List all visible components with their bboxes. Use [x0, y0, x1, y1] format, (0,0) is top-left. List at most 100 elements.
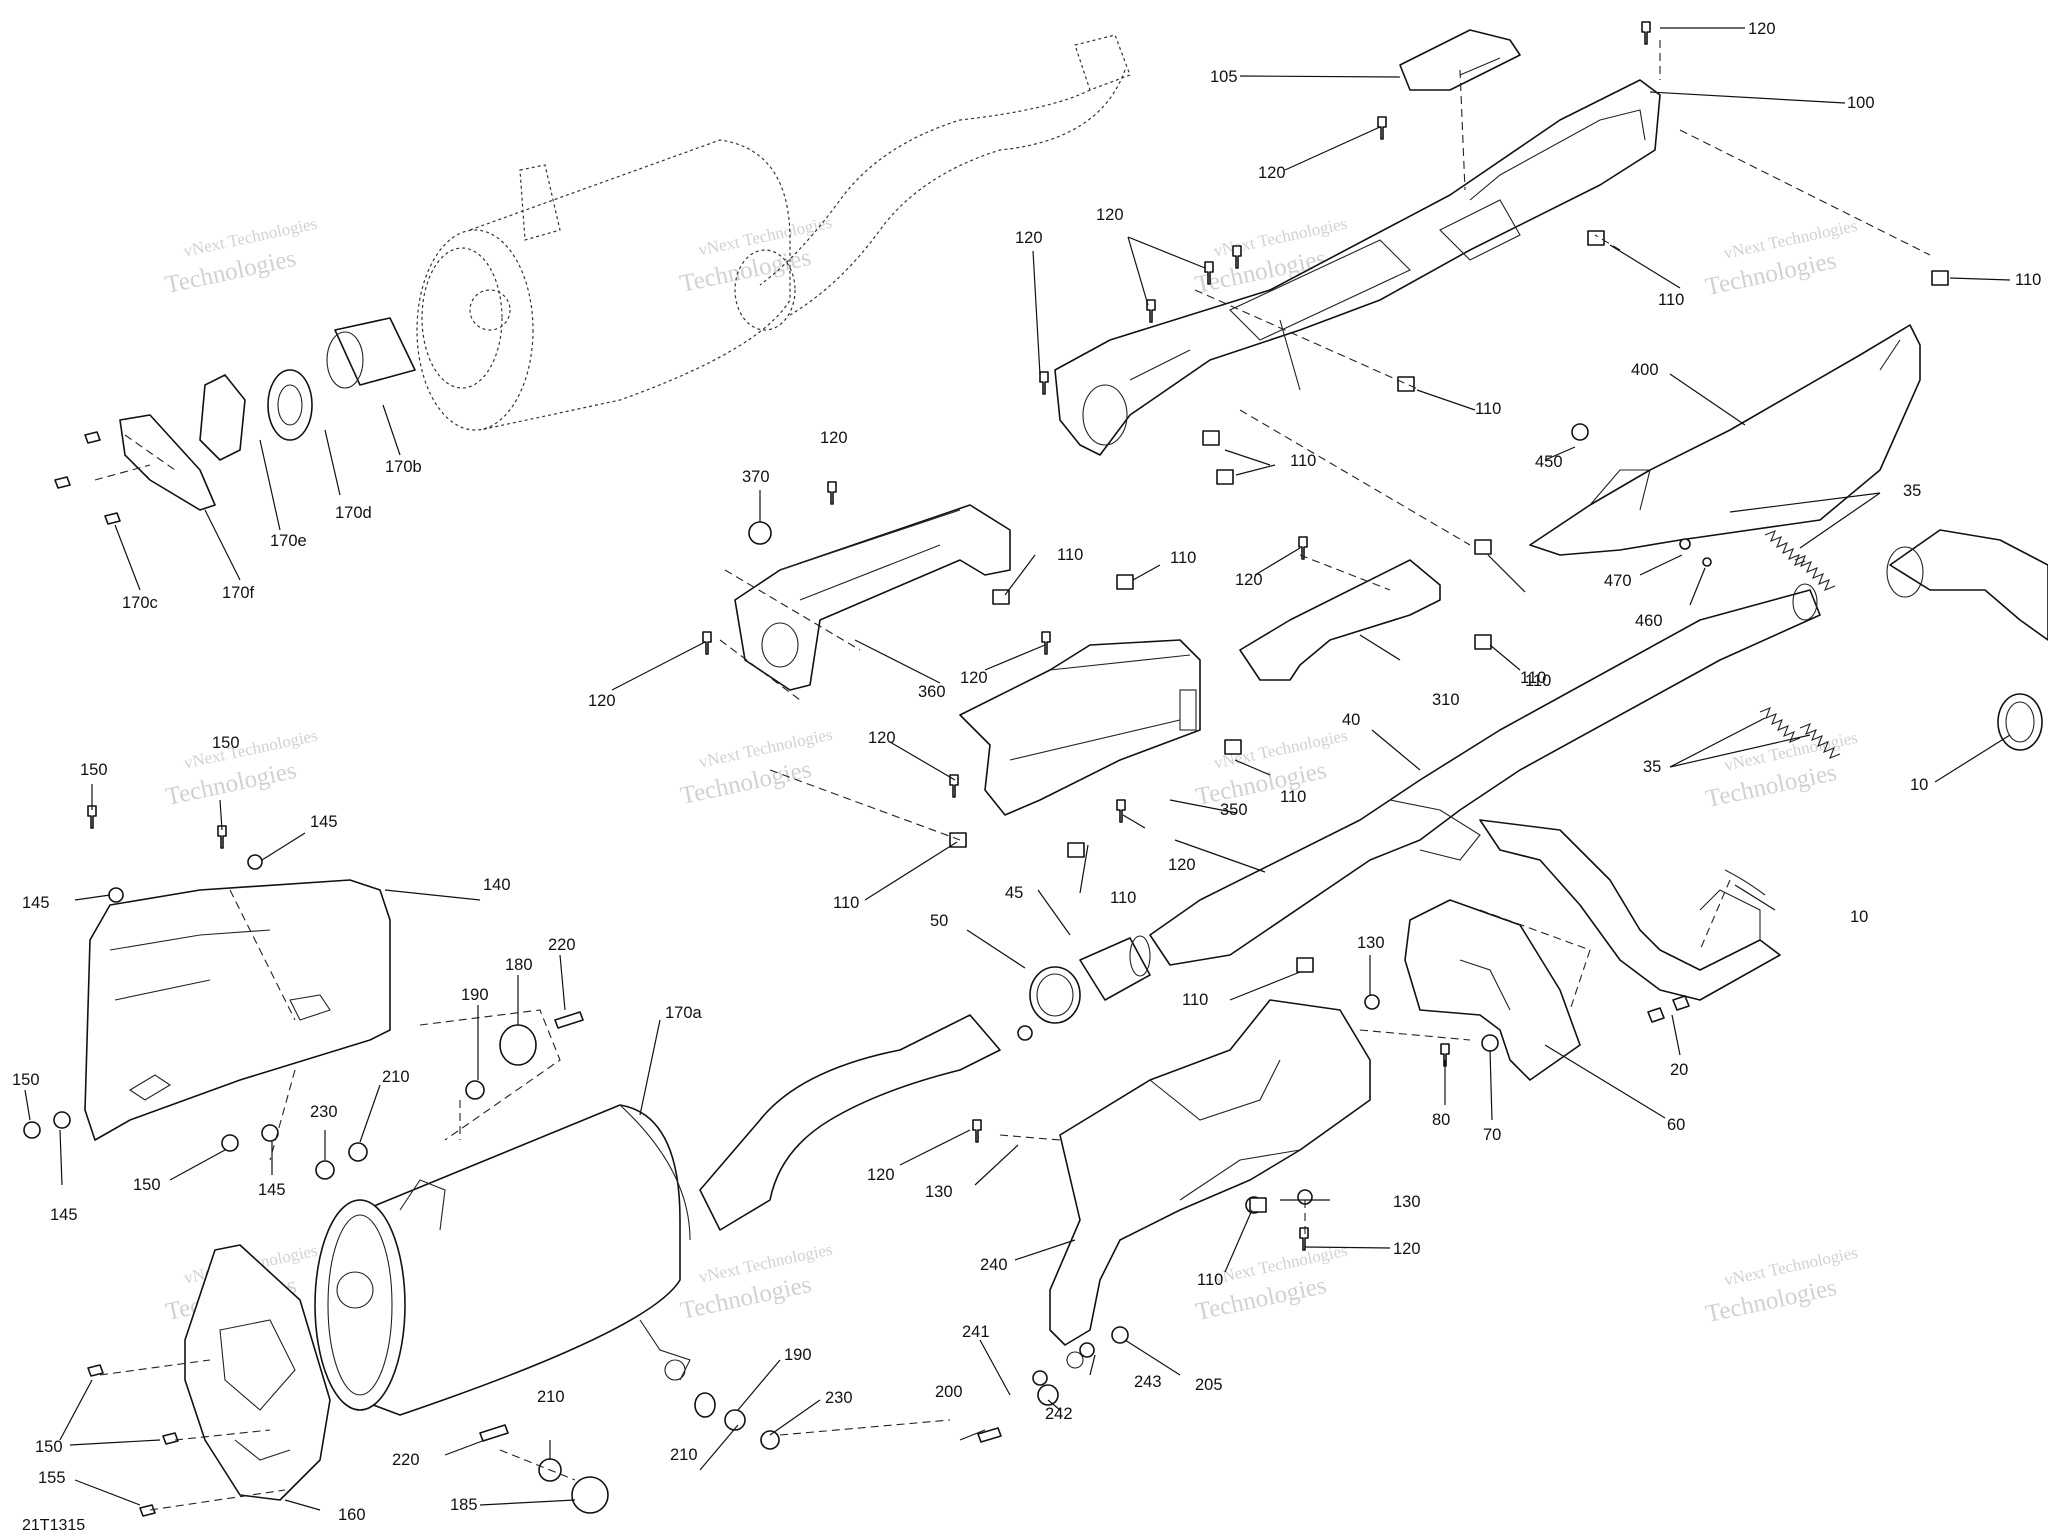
- callout-110: 110: [1182, 991, 1208, 1009]
- callout-190: 190: [784, 1346, 812, 1364]
- callout-110: 110: [1475, 400, 1501, 418]
- callout-120: 120: [1096, 206, 1124, 224]
- heat-shield-400: [1529, 324, 1921, 556]
- callout-120: 120: [588, 692, 616, 710]
- watermark-12: vNext Technologies Technologies: [1703, 1243, 1859, 1328]
- callout-80: 80: [1432, 1111, 1450, 1129]
- callout-130: 130: [925, 1183, 953, 1201]
- callout-145: 145: [50, 1206, 78, 1224]
- callout-150: 150: [35, 1438, 63, 1456]
- heat-shield-140: [84, 879, 391, 1141]
- callout-230: 230: [310, 1103, 338, 1121]
- exhaust-pipe-40: [1149, 583, 1821, 1001]
- callout-110: 110: [1170, 549, 1196, 567]
- callout-185: 185: [450, 1496, 478, 1514]
- callout-120: 120: [1168, 856, 1196, 874]
- watermark-line2: Technologies: [678, 756, 814, 810]
- callout-105: 105: [1210, 68, 1238, 86]
- callout-110: 110: [1290, 452, 1316, 470]
- callout-35: 35: [1643, 758, 1661, 776]
- callout-460: 460: [1635, 612, 1663, 630]
- callout-241: 241: [962, 1323, 990, 1341]
- callout-200: 200: [935, 1383, 963, 1401]
- callout-310: 310: [1432, 691, 1460, 709]
- callout-470: 470: [1604, 572, 1632, 590]
- callout-240: 240: [980, 1256, 1008, 1274]
- callout-450: 450: [1535, 453, 1563, 471]
- callout-150: 150: [12, 1071, 40, 1089]
- callout-120: 120: [867, 1166, 895, 1184]
- callout-120: 120: [1748, 20, 1776, 38]
- callout-100: 100: [1847, 94, 1875, 112]
- callout-243: 243: [1134, 1373, 1162, 1391]
- watermark-line2: Technologies: [163, 245, 299, 299]
- callout-45: 45: [1005, 884, 1023, 902]
- watermark-line2: Technologies: [1703, 759, 1839, 813]
- callout-labels: 120 105 100 120 120 120 110 110 110 110 …: [12, 20, 2041, 1534]
- watermark-line2: Technologies: [678, 244, 814, 298]
- callout-120: 120: [1015, 229, 1043, 247]
- callout-360: 360: [918, 683, 946, 701]
- bracket-310: [1239, 559, 1441, 681]
- callout-110: 110: [1057, 546, 1083, 564]
- callout-170d: 170d: [335, 504, 372, 522]
- watermark-8: vNext Technologies Technologies: [1703, 728, 1859, 813]
- end-cap-160: [184, 1244, 331, 1501]
- clamp-50: [1029, 966, 1081, 1024]
- watermark-7: vNext Technologies Technologies: [1193, 726, 1349, 811]
- callout-140: 140: [483, 876, 511, 894]
- callout-160: 160: [338, 1506, 366, 1524]
- heat-shield-60: [1404, 899, 1581, 1081]
- watermark-6: vNext Technologies Technologies: [678, 725, 834, 810]
- watermark-5: vNext Technologies Technologies: [163, 726, 319, 811]
- fasteners: [23, 21, 1949, 1517]
- callout-110: 110: [1520, 669, 1546, 687]
- springs-35: [1759, 530, 1841, 759]
- watermark-line2: Technologies: [1703, 1274, 1839, 1328]
- callout-110: 110: [2015, 271, 2041, 289]
- watermark-line2: Technologies: [1703, 247, 1839, 301]
- y-pipe-10: [1886, 529, 2048, 751]
- callout-210: 210: [670, 1446, 698, 1464]
- ghost-reference-muffler: [416, 34, 1131, 431]
- callout-60: 60: [1667, 1116, 1685, 1134]
- callout-150: 150: [80, 761, 108, 779]
- callout-400: 400: [1631, 361, 1659, 379]
- callout-70: 70: [1483, 1126, 1501, 1144]
- callout-145: 145: [310, 813, 338, 831]
- callout-155: 155: [38, 1469, 66, 1487]
- callout-110: 110: [1525, 672, 1551, 690]
- figure-id: 21T1315: [22, 1517, 85, 1534]
- callout-205: 205: [1195, 1376, 1223, 1394]
- callout-180: 180: [505, 956, 533, 974]
- callout-120: 120: [868, 729, 896, 747]
- bracket-350: [959, 639, 1201, 816]
- watermark-line2: Technologies: [163, 757, 299, 811]
- bracket-360: [734, 504, 1011, 691]
- callout-170e: 170e: [270, 532, 307, 550]
- callout-120: 120: [960, 669, 988, 687]
- callout-110: 110: [1280, 788, 1306, 806]
- callout-145: 145: [258, 1181, 286, 1199]
- callout-120: 120: [1258, 164, 1286, 182]
- callout-220: 220: [548, 936, 576, 954]
- callout-350: 350: [1220, 801, 1248, 819]
- callout-130: 130: [1357, 934, 1385, 952]
- callout-35: 35: [1903, 482, 1921, 500]
- callout-50: 50: [930, 912, 948, 930]
- coupler-45: [1079, 935, 1151, 1001]
- callout-190: 190: [461, 986, 489, 1004]
- gasket-10: [1724, 869, 1766, 896]
- callout-20: 20: [1670, 1061, 1688, 1079]
- callout-220: 220: [392, 1451, 420, 1469]
- alignment-lines: [94, 40, 1931, 1511]
- leader-lines: [24, 27, 2011, 1511]
- heat-shield-100: [1054, 79, 1661, 456]
- callout-210: 210: [382, 1068, 410, 1086]
- muffler-170a: [314, 1014, 1001, 1416]
- callout-170b: 170b: [385, 458, 422, 476]
- flange-assembly-170: [119, 317, 416, 511]
- watermark-1: vNext Technologies Technologies: [163, 214, 319, 299]
- callout-120: 120: [820, 429, 848, 447]
- callout-370: 370: [742, 468, 770, 486]
